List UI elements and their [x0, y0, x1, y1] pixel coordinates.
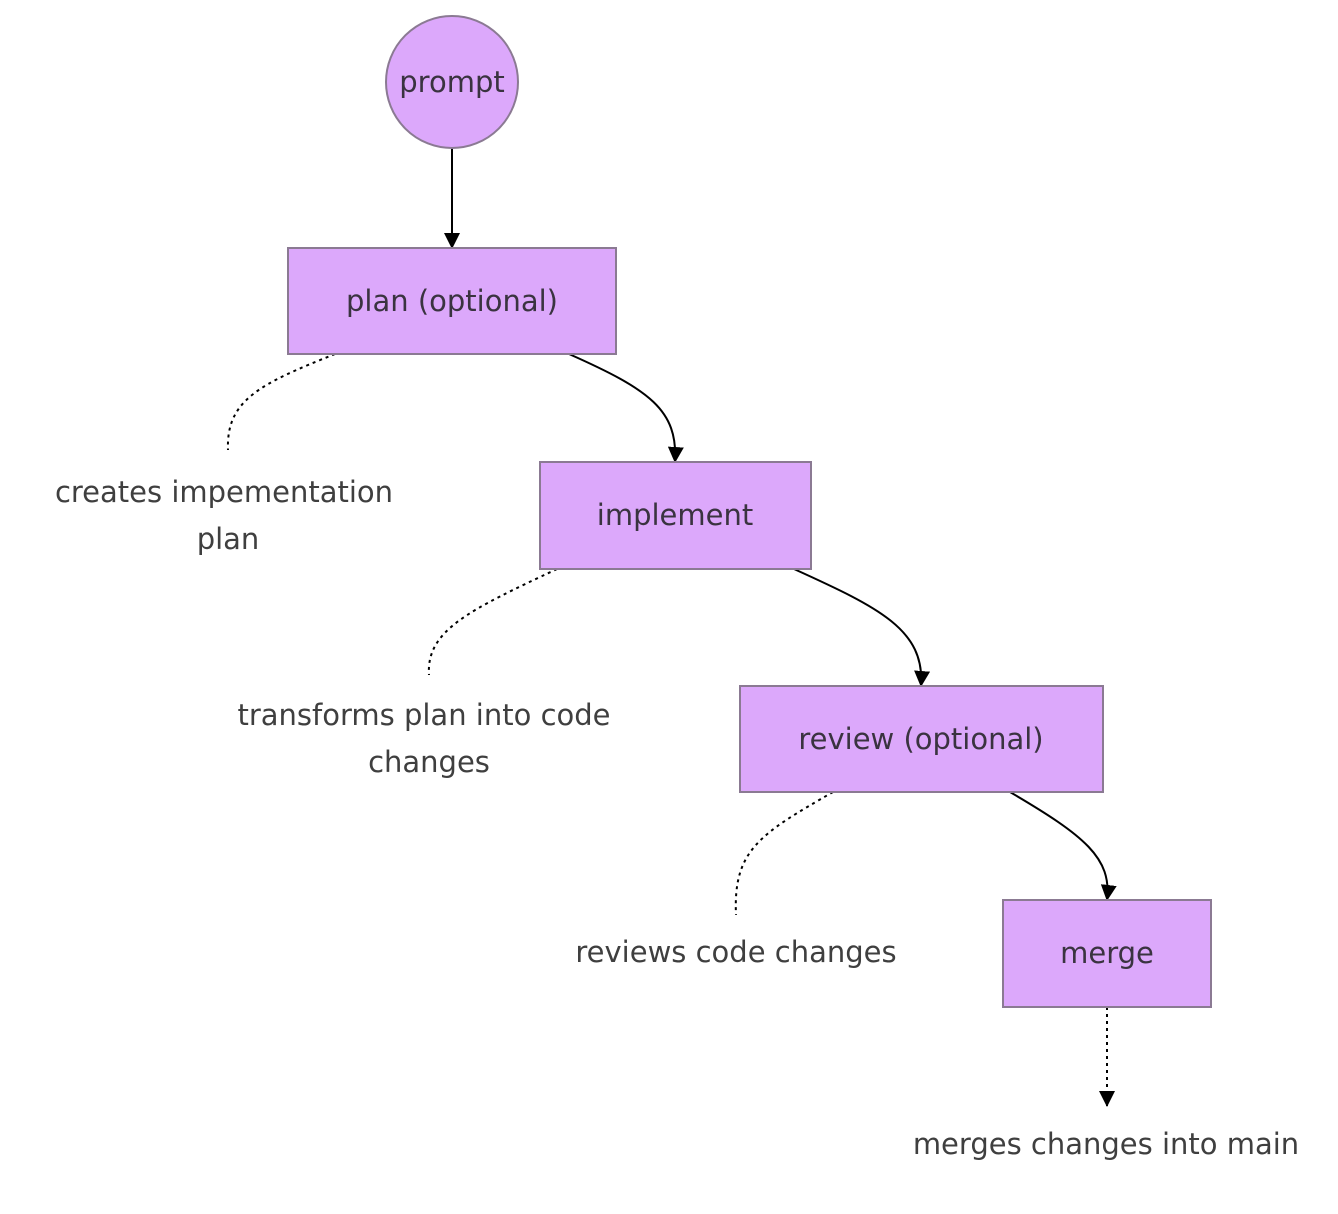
node-implement[interactable]: implement — [539, 461, 812, 570]
note-implement: transforms plan into code changes — [237, 698, 610, 779]
note-merge-line1: merges changes into main — [913, 1127, 1299, 1161]
note-connector-implement — [427, 568, 558, 676]
note-implement-line2: changes — [368, 745, 490, 779]
node-prompt-label: prompt — [399, 65, 504, 99]
note-plan-line1: creates impementation — [55, 475, 393, 509]
edge-plan-to-implement — [568, 353, 684, 463]
node-prompt-shape — [385, 15, 519, 149]
node-review-label: review (optional) — [798, 722, 1043, 756]
node-prompt[interactable]: prompt — [385, 15, 519, 149]
note-connector-review — [734, 791, 834, 916]
note-review: reviews code changes — [575, 935, 896, 969]
node-merge-label: merge — [1060, 936, 1154, 970]
node-review-shape — [739, 685, 1104, 793]
node-merge-shape — [1002, 899, 1212, 1008]
note-merge: merges changes into main — [913, 1127, 1299, 1161]
node-plan[interactable]: plan (optional) — [287, 247, 617, 355]
node-plan-shape — [287, 247, 617, 355]
note-implement-line1: transforms plan into code — [237, 698, 610, 732]
edge-review-to-merge — [1009, 791, 1117, 901]
note-plan: creates impementation plan — [55, 475, 393, 556]
node-implement-shape — [539, 461, 812, 570]
node-implement-label: implement — [597, 498, 753, 532]
note-review-line1: reviews code changes — [575, 935, 896, 969]
edge-implement-to-review — [793, 568, 931, 687]
node-merge[interactable]: merge — [1002, 899, 1212, 1008]
node-review[interactable]: review (optional) — [739, 685, 1104, 793]
node-plan-label: plan (optional) — [346, 284, 558, 318]
note-plan-line2: plan — [197, 522, 260, 556]
note-connector-plan — [226, 353, 336, 451]
